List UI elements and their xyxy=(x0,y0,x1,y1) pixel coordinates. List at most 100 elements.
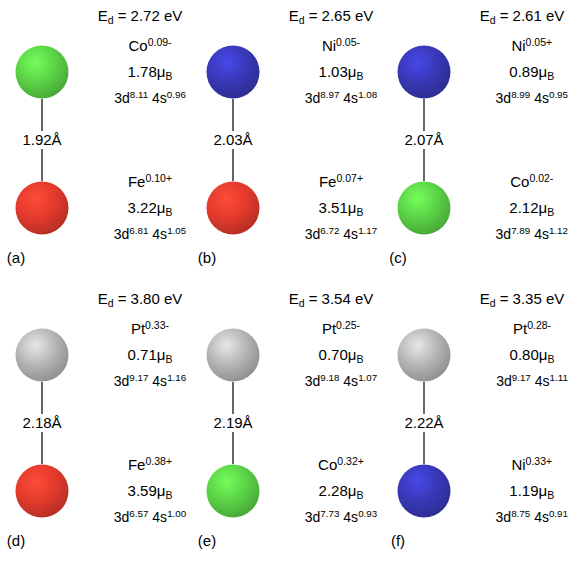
sphere xyxy=(398,182,451,235)
atom-charge: Co0.02- xyxy=(496,169,568,195)
text-run xyxy=(339,509,343,525)
text-run: E xyxy=(289,7,299,24)
text-run xyxy=(339,226,343,242)
text-run: 3d xyxy=(305,226,321,242)
magnetic-moment: 0.70μB xyxy=(305,342,377,368)
text-run: 1.17 xyxy=(358,225,377,236)
sphere-shape xyxy=(397,328,451,382)
atom-sphere: Co0.09-1.78μB3d8.11 4s0.96 xyxy=(15,45,69,99)
text-run: d xyxy=(490,14,496,26)
atom-text: Fe0.07+3.51μB3d6.72 4s1.17 xyxy=(305,169,377,247)
atom-charge: Fe0.10+ xyxy=(114,169,186,195)
text-run: 1.19μ xyxy=(509,482,547,499)
magnetic-moment: 2.28μB xyxy=(305,478,377,504)
text-run: E xyxy=(480,290,490,307)
text-run: 0.96 xyxy=(167,89,186,100)
energy-label: Ed = 2.65 eV xyxy=(289,7,374,25)
text-run: 0.33+ xyxy=(526,455,553,467)
electron-config: 3d8.99 4s0.95 xyxy=(496,85,568,111)
text-run: d xyxy=(490,297,496,309)
magnetic-moment: 0.89μB xyxy=(496,59,568,85)
atom-sphere: Ni0.33+1.19μB3d8.75 4s0.91 xyxy=(397,464,451,518)
text-run: 2.12μ xyxy=(509,199,547,216)
bond-length: 2.19Å xyxy=(211,414,254,432)
text-run xyxy=(339,90,343,106)
bond-length: 1.92Å xyxy=(20,131,63,149)
electron-config: 3d8.75 4s0.91 xyxy=(496,504,568,530)
text-run: (f) xyxy=(391,532,405,549)
energy-label: Ed = 3.54 eV xyxy=(289,290,374,308)
text-run: 8.97 xyxy=(320,89,339,100)
text-run: Pt xyxy=(322,320,336,337)
text-run: 3d xyxy=(305,373,321,389)
text-run: = 3.80 eV xyxy=(114,290,183,307)
bond-length: 2.22Å xyxy=(402,414,445,432)
text-run: 3d xyxy=(305,90,321,106)
panel-letter: (c) xyxy=(389,249,407,267)
atom-sphere: Ni0.05+0.89μB3d8.99 4s0.95 xyxy=(397,45,451,99)
text-run: 0.38+ xyxy=(145,455,172,467)
text-run: 1.05 xyxy=(167,225,186,236)
text-run: B xyxy=(356,70,363,82)
text-run: E xyxy=(480,7,490,24)
text-run: 0.80μ xyxy=(510,346,548,363)
text-run: 1.16 xyxy=(167,372,186,383)
magnetic-moment: 2.12μB xyxy=(496,195,568,221)
text-run xyxy=(148,373,152,389)
text-run: B xyxy=(547,489,554,501)
text-run: 0.05+ xyxy=(526,36,553,48)
magnetic-moment: 3.22μB xyxy=(114,195,186,221)
sphere-shape xyxy=(206,181,260,235)
text-run: 9.17 xyxy=(129,372,148,383)
electron-config: 3d6.81 4s1.05 xyxy=(114,221,186,247)
text-run: 4s xyxy=(534,509,549,525)
text-run: 6.81 xyxy=(129,225,148,236)
atom-text: Co0.02-2.12μB3d7.89 4s1.12 xyxy=(496,169,568,247)
text-run: 1.07 xyxy=(358,372,377,383)
text-run: = 2.65 eV xyxy=(305,7,374,24)
sphere-shape xyxy=(206,328,260,382)
text-run: 0.89μ xyxy=(509,63,547,80)
sphere-shape xyxy=(206,464,260,518)
text-run: 3d xyxy=(305,509,321,525)
panel-letter: (e) xyxy=(198,532,216,550)
atom-text: Ni0.33+ 1.19μB 3d8.75 4s0.91 xyxy=(496,452,568,530)
text-run: Fe xyxy=(128,173,146,190)
text-run: B xyxy=(547,70,554,82)
text-run: 0.02- xyxy=(529,172,553,184)
text-run: Ni xyxy=(511,456,525,473)
text-run: 3d xyxy=(114,509,130,525)
text-run: = 3.54 eV xyxy=(305,290,374,307)
text-run: 4s xyxy=(343,373,358,389)
electron-config: 3d9.18 4s1.07 xyxy=(305,368,377,394)
atom-charge: Co0.09- xyxy=(114,33,186,59)
text-run: 1.12 xyxy=(549,225,568,236)
text-run: 0.32+ xyxy=(337,455,364,467)
text-run: B xyxy=(547,353,554,365)
atom-text: Pt0.25-0.70μB3d9.18 4s1.07 xyxy=(305,316,377,394)
text-run: 4s xyxy=(343,90,358,106)
sphere-shape xyxy=(15,45,69,99)
energy-label: Ed = 2.72 eV xyxy=(98,7,183,25)
atom-charge: Ni0.05+ xyxy=(496,33,568,59)
text-run: 3d xyxy=(496,226,512,242)
text-run: 0.91 xyxy=(549,508,568,519)
text-run: 6.72 xyxy=(320,225,339,236)
electron-config: 3d6.72 4s1.17 xyxy=(305,221,377,247)
atom-sphere: Ni0.05-1.03μB3d8.97 4s1.08 xyxy=(206,45,260,99)
atom-charge: Fe0.07+ xyxy=(305,169,377,195)
atom-text: Ni0.05+0.89μB3d8.99 4s0.95 xyxy=(496,33,568,111)
sphere-shape xyxy=(15,181,69,235)
text-run: 8.11 xyxy=(130,89,148,100)
text-run: Co xyxy=(510,173,529,190)
atom-sphere: Co0.02-2.12μB3d7.89 4s1.12 xyxy=(397,181,451,235)
magnetic-moment: 1.78μB xyxy=(114,59,186,85)
text-run: 0.10+ xyxy=(145,172,172,184)
text-run: (c) xyxy=(389,249,407,266)
sphere-shape xyxy=(397,45,451,99)
text-run: 0.70μ xyxy=(319,346,357,363)
atom-text: Fe0.10+3.22μB3d6.81 4s1.05 xyxy=(114,169,186,247)
text-run: 3d xyxy=(496,90,512,106)
text-run xyxy=(339,373,343,389)
